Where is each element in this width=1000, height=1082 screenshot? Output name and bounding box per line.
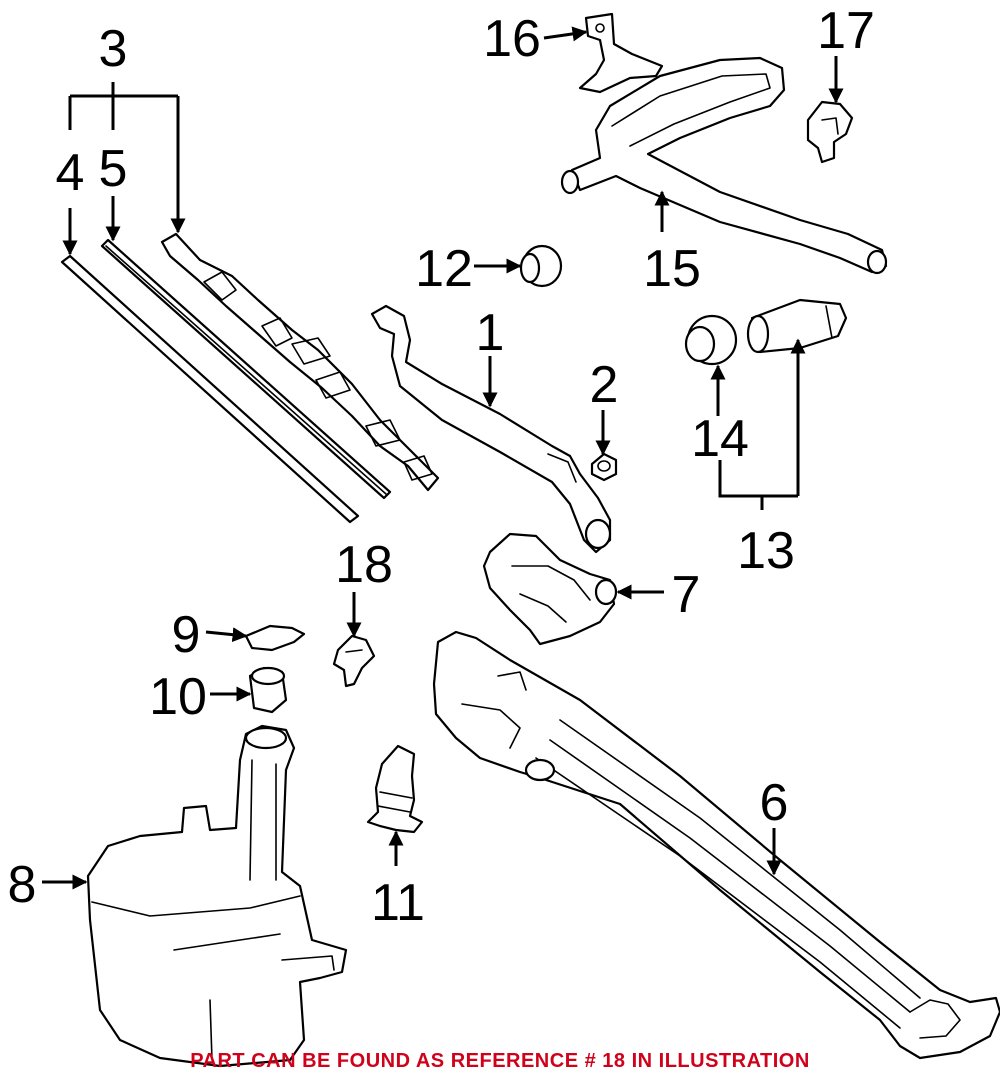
callout-2: 2	[590, 356, 619, 414]
callout-17: 17	[817, 2, 875, 60]
callout-3: 3	[99, 20, 128, 78]
wiper-refill-4	[60, 254, 360, 524]
callout-14: 14	[691, 410, 749, 468]
callout-6: 6	[760, 774, 789, 832]
wiper-linkage-6	[432, 630, 1000, 1060]
cap-12	[519, 244, 563, 288]
callout-10: 10	[149, 668, 207, 726]
nozzle-13	[746, 298, 848, 354]
clip-17	[806, 100, 854, 164]
callout-5: 5	[99, 140, 128, 198]
nut-2	[590, 452, 618, 482]
reference-note: PART CAN BE FOUND AS REFERENCE # 18 IN I…	[190, 1050, 810, 1072]
callout-12: 12	[415, 240, 473, 298]
cap-14	[684, 314, 738, 366]
callout-4: 4	[56, 144, 85, 202]
filler-cap-10	[248, 666, 288, 714]
callout-labels: 3 4 5 16 17 12 15 1 2 14 13 18 7 9 10 6 …	[8, 2, 875, 932]
seal-9	[244, 624, 306, 652]
callout-9: 9	[172, 606, 201, 664]
wiper-arm-1	[370, 304, 612, 554]
washer-pump-11	[366, 744, 424, 834]
wiper-blade-assembly-3	[160, 232, 440, 492]
wiper-refill-5	[100, 238, 392, 500]
wiper-motor-7	[482, 532, 618, 646]
callout-15: 15	[643, 240, 701, 298]
callout-11: 11	[371, 874, 425, 932]
washer-reservoir-8	[86, 724, 348, 1068]
callout-18: 18	[335, 536, 393, 594]
callout-leaders	[42, 26, 844, 890]
bracket-16	[578, 12, 664, 94]
callout-1: 1	[476, 304, 505, 362]
washer-hose-15	[560, 56, 888, 275]
callout-8: 8	[8, 856, 37, 914]
callout-7: 7	[672, 566, 701, 624]
callout-16: 16	[483, 10, 541, 68]
washer-nozzle-18	[332, 634, 376, 688]
callout-13: 13	[737, 522, 795, 580]
